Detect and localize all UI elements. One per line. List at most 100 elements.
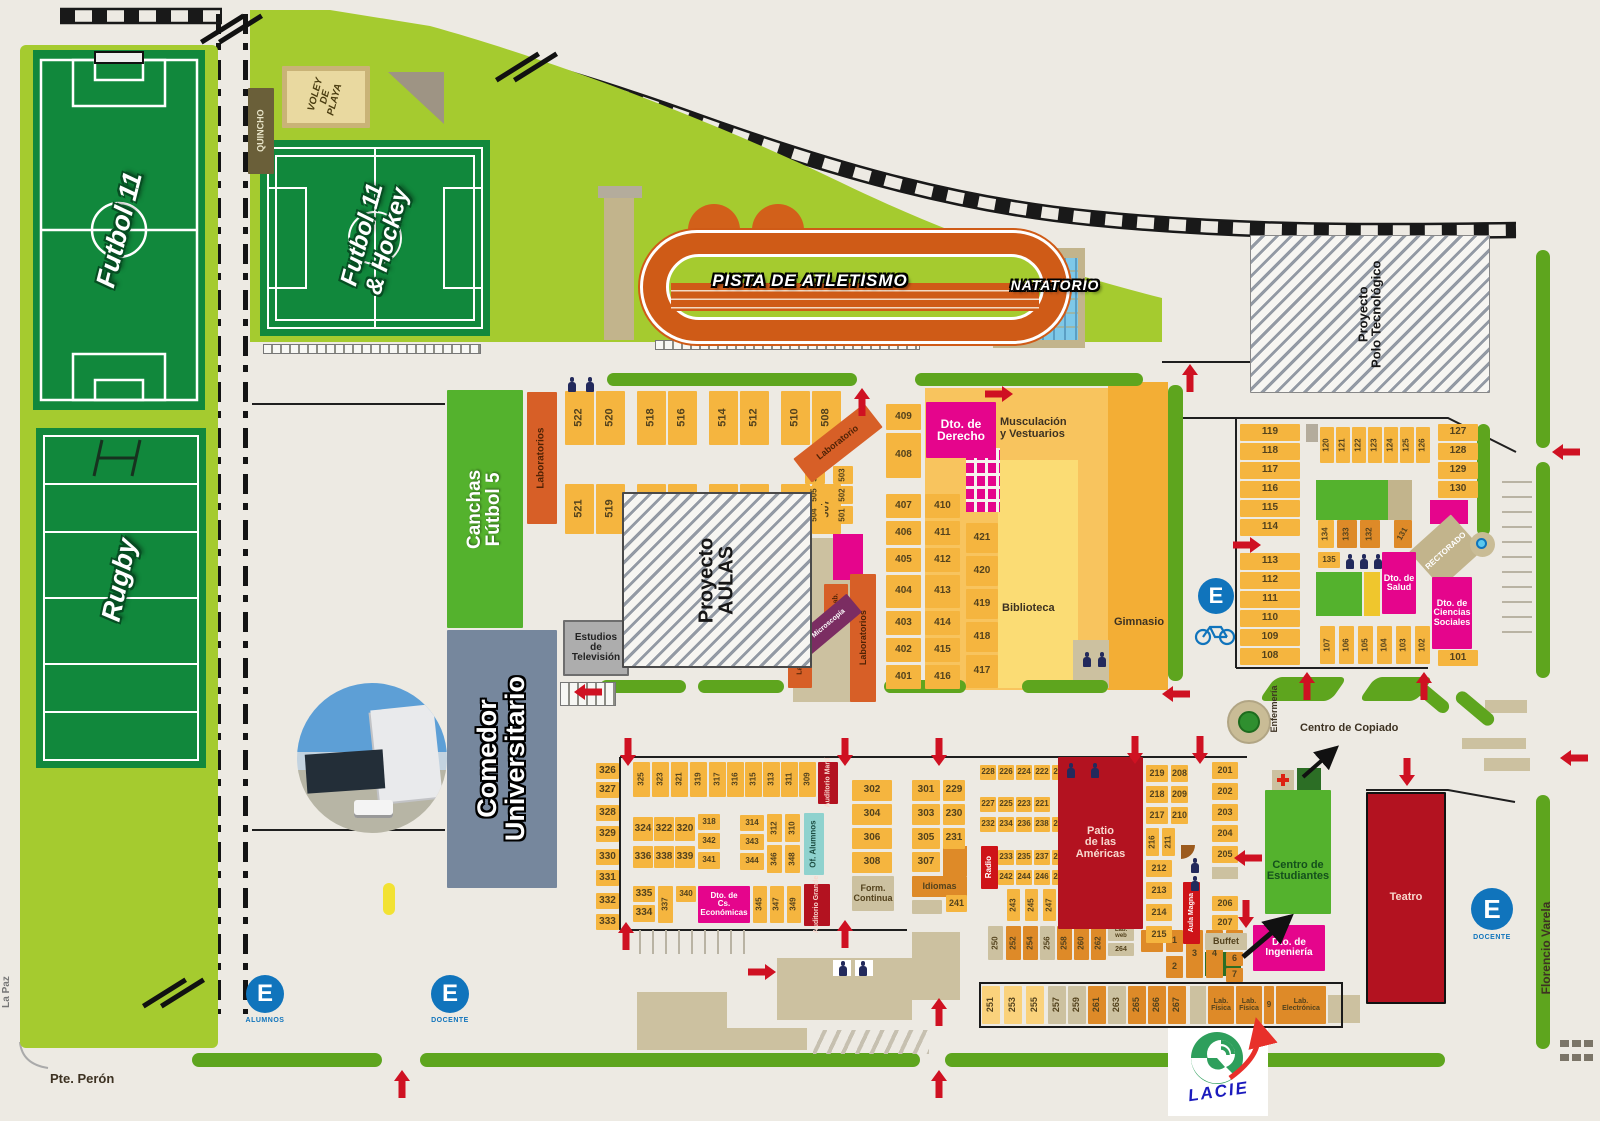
green-strip [1168,385,1183,681]
green-strip [607,373,857,386]
room-252: 252 [1006,926,1021,960]
person-icon [838,961,847,976]
room-250: 250 [988,926,1003,960]
roundabout [1227,700,1271,744]
green-strip [1536,795,1550,1049]
room-417: 417 [966,655,998,688]
room-101: 101 [1438,650,1478,666]
person-icon [567,377,576,392]
locker-grid [966,448,1000,512]
room-buffet: Buffet [1205,933,1247,950]
room-415: 415 [925,638,960,662]
entrance-arrow-down [1399,758,1415,786]
parking-comb-south [628,930,748,954]
tan-end-bottom [1328,995,1360,1023]
tan-strip-bottom [1190,986,1206,1024]
room-522: 522 [565,391,594,445]
room-331: 331 [596,870,619,886]
room-7: 7 [1226,968,1243,982]
room-teatro: Teatro [1366,792,1446,1004]
room-518: 518 [637,391,666,445]
room-261: 261 [1088,986,1106,1024]
room-406: 406 [886,521,921,545]
gimnasio-label: Gimnasio [1113,616,1165,628]
room-419: 419 [966,589,998,619]
room-412: 412 [925,548,960,572]
entrance-arrow-left [1162,686,1190,702]
room-257: 257 [1048,986,1066,1024]
entrance-arrow-up [1416,672,1432,700]
room-2: 2 [1166,956,1183,978]
boundary-break-mark [210,8,260,52]
room-413: 413 [925,575,960,608]
green-strip [192,1053,382,1067]
parking-alumnos-icon: E [246,975,284,1013]
room-402: 402 [886,638,921,662]
room-canchas-fútbol-5: Canchas Fútbol 5 [447,390,523,628]
room-407: 407 [886,494,921,518]
room-255: 255 [1026,986,1044,1024]
room-estudios-de-televisión: Estudios de Televisión [563,620,629,676]
service-building-2b [912,932,960,1000]
room-420: 420 [966,556,998,586]
room-267: 267 [1168,986,1186,1024]
room-254: 254 [1023,926,1038,960]
room-333: 333 [596,914,619,930]
entrance-arrow-right [985,386,1013,402]
room-proyecto-polo-tecnológico: Proyecto Polo Tecnológico [1250,235,1490,393]
magenta-annex [833,534,863,580]
parking-dash [1560,1040,1569,1047]
room-129: 129 [1438,462,1478,479]
green-strip [698,680,784,693]
green-strip [1536,250,1550,448]
lacie-logo: LACIE [1168,1028,1268,1116]
biblioteca-label: Biblioteca [1002,602,1055,614]
parking-dash [1584,1054,1593,1061]
entrance-arrow-right [748,964,776,980]
parking-dash [1560,1054,1569,1061]
room-253: 253 [1004,986,1022,1024]
photo-van [354,800,393,818]
room-proyecto-aulas: Proyecto AULAS [622,492,812,668]
entrance-arrow-left [574,684,602,700]
entrance-arrow-left [1560,750,1588,766]
room-260: 260 [1074,926,1089,960]
room-259: 259 [1068,986,1086,1024]
room-520: 520 [596,391,625,445]
tan-bar-right-3 [1485,700,1527,713]
room-403: 403 [886,611,921,635]
room-401: 401 [886,665,921,689]
room-410: 410 [925,494,960,518]
entrance-arrow-up [394,1070,410,1098]
bike-area-icon: E [1198,578,1234,614]
room-lab.-física: Lab. Física [1236,986,1262,1024]
green-strip [420,1053,920,1067]
boundary-break-mark [505,46,555,90]
room-256: 256 [1040,926,1055,960]
room-411: 411 [925,521,960,545]
room-502: 502 [833,486,853,504]
room-262: 262 [1091,926,1106,960]
boundary-break-mark [152,972,202,1016]
bicycle-icon [1194,625,1236,646]
yellow-marker [383,883,395,915]
entrance-arrow-up [1299,672,1315,700]
room-408: 408 [886,433,921,478]
tan-bar-right-1 [1462,738,1526,749]
room-9: 9 [1264,986,1274,1024]
bleachers-1 [263,344,481,354]
room-centro-de-estudiantes: Centro de Estudiantes [1265,790,1331,914]
fountain [1470,532,1495,557]
room-516: 516 [668,391,697,445]
person-icon [1097,652,1106,667]
room-6: 6 [1226,952,1243,966]
room-503: 503 [833,466,853,484]
parking-alumnos-label: ALUMNOS [245,1017,285,1024]
room-416: 416 [925,665,960,689]
room-421: 421 [966,523,998,553]
boundary-dashed-line [216,14,221,1014]
room-326: 326 [596,763,619,779]
person-icon [858,961,867,976]
parking-docente-icon: E [431,975,469,1013]
